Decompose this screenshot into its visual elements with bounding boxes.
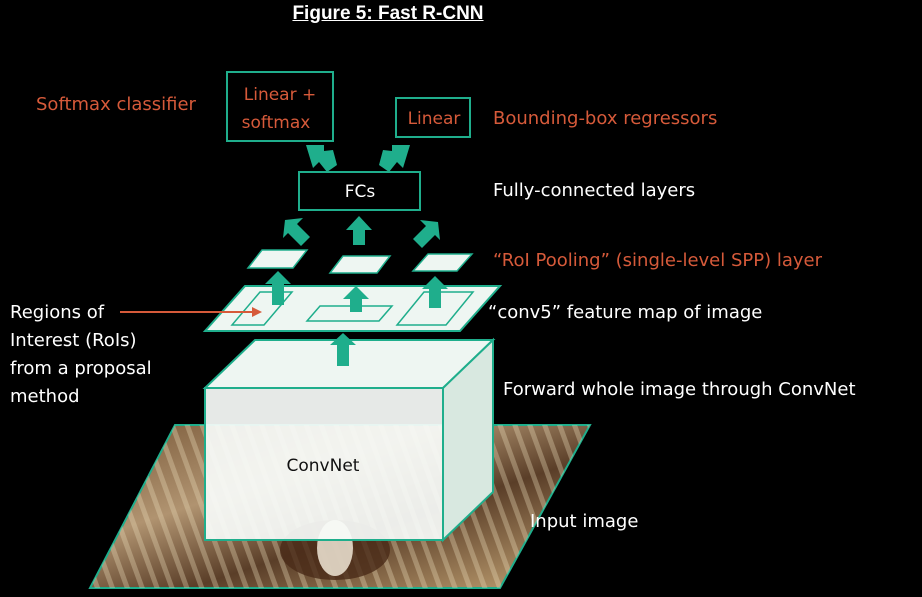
linear-softmax-line1: Linear + bbox=[244, 85, 316, 105]
fully-connected-label: Fully-connected layers bbox=[493, 180, 695, 201]
regions-line4: method bbox=[10, 386, 80, 407]
convnet-block: ConvNet bbox=[202, 337, 496, 543]
arrow-pool1-to-fcs-icon bbox=[283, 218, 310, 246]
linear-box: Linear bbox=[395, 97, 471, 138]
regions-pointer-arrow bbox=[120, 307, 262, 317]
arrows bbox=[265, 145, 448, 366]
arrow-convnet-to-conv5-icon bbox=[330, 333, 356, 366]
regions-line2: Interest (RoIs) bbox=[10, 330, 137, 351]
arrow-roi1-icon bbox=[265, 271, 291, 305]
fcs-label: FCs bbox=[345, 182, 376, 202]
roi-box-3 bbox=[395, 291, 475, 326]
forward-label: Forward whole image through ConvNet bbox=[503, 379, 856, 400]
arrow-pool3-to-fcs-icon bbox=[413, 220, 440, 248]
regions-line3: from a proposal bbox=[10, 358, 152, 379]
arrow-fcs-to-softmax-icon bbox=[306, 145, 337, 172]
regions-line1: Regions of bbox=[10, 302, 105, 323]
input-image-label: Input image bbox=[530, 511, 638, 532]
arrow-roi3-icon bbox=[422, 276, 448, 308]
conv5-label: “conv5” feature map of image bbox=[488, 302, 762, 323]
arrow-fcs-to-linear-icon bbox=[379, 145, 410, 172]
bbox-regressors-label: Bounding-box regressors bbox=[493, 108, 717, 129]
linear-softmax-line2: softmax bbox=[242, 113, 311, 133]
arrow-pool2-to-fcs-icon bbox=[346, 216, 372, 245]
roi-box-2 bbox=[305, 305, 394, 322]
linear-softmax-box: Linear + softmax bbox=[226, 71, 334, 142]
regions-label: Regions of Interest (RoIs) from a propos… bbox=[10, 302, 152, 407]
fcs-box: FCs bbox=[298, 171, 421, 211]
roi-pool-output-3 bbox=[411, 253, 474, 272]
linear-label: Linear bbox=[408, 109, 461, 129]
figure-title: Figure 5: Fast R-CNN bbox=[292, 3, 484, 24]
roi-pooling-label: “RoI Pooling” (single-level SPP) layer bbox=[493, 250, 823, 271]
convnet-label: ConvNet bbox=[287, 456, 360, 476]
roi-pool-output-2 bbox=[328, 255, 392, 274]
arrow-roi2-icon bbox=[343, 286, 369, 312]
roi-pool-output-1 bbox=[246, 249, 309, 269]
softmax-classifier-label: Softmax classifier bbox=[36, 94, 197, 115]
roi-box-1 bbox=[230, 291, 294, 326]
